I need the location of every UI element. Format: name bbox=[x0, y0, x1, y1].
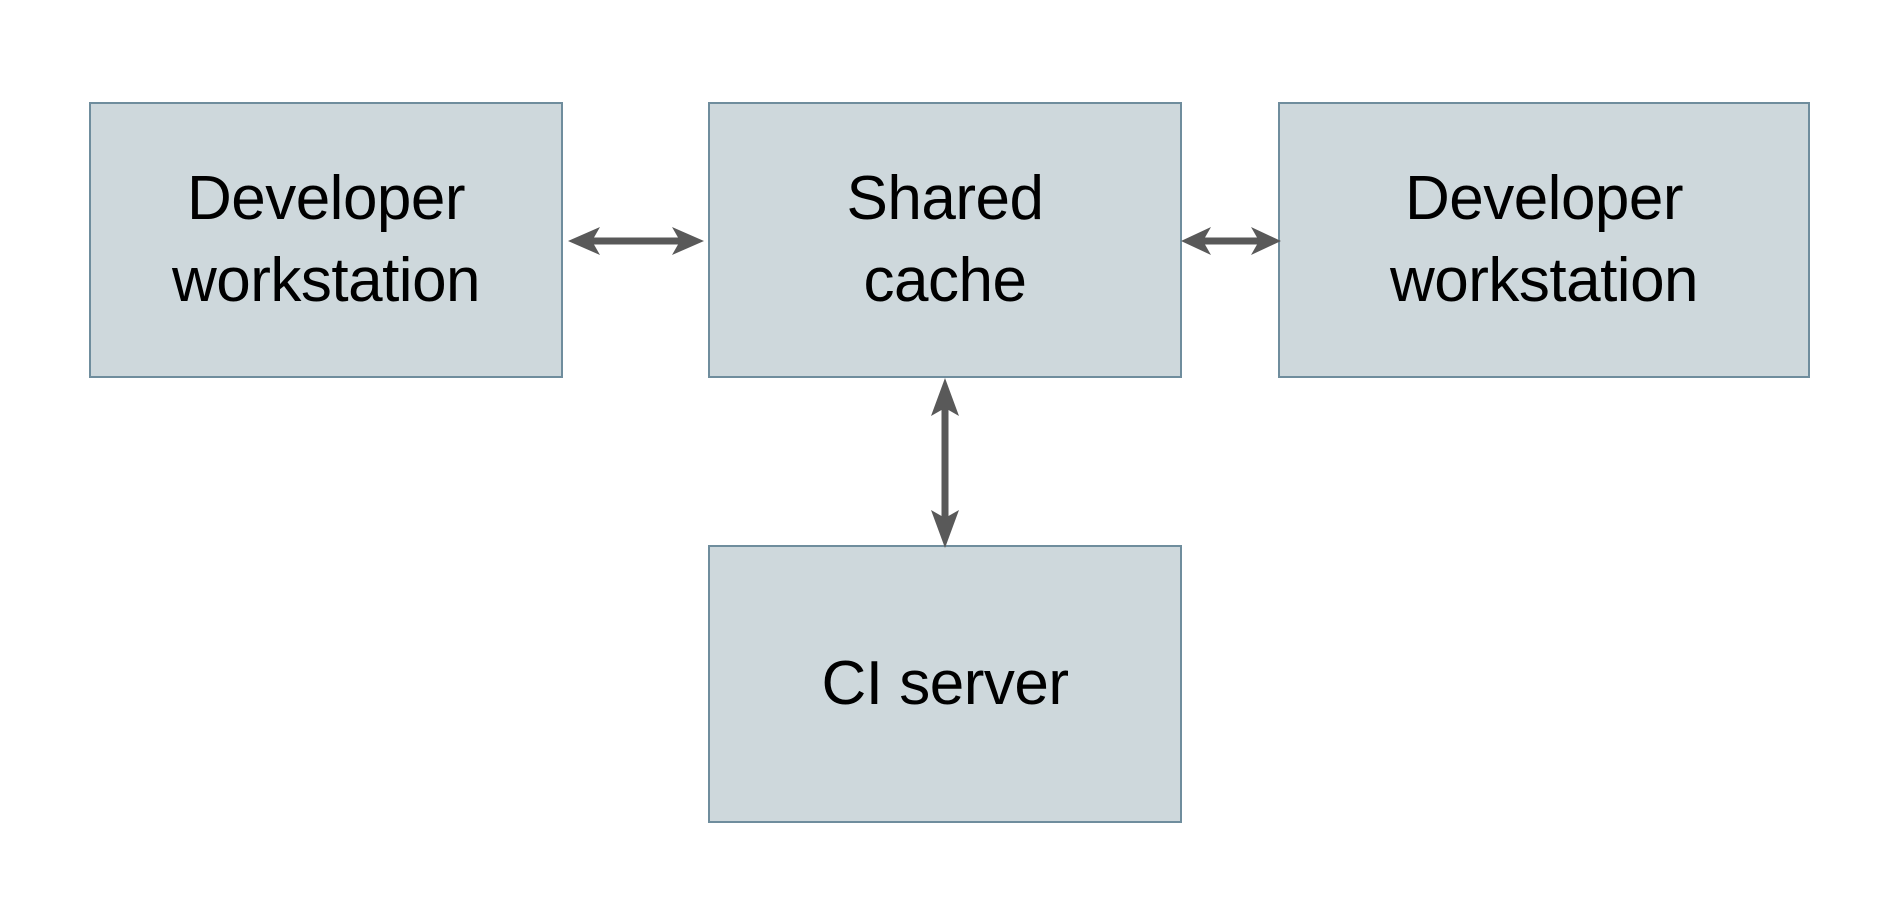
edge-shared-cache-to-developer-workstation-right[interactable] bbox=[1177, 215, 1285, 267]
node-label: Developer workstation bbox=[171, 164, 481, 315]
node-ci-server[interactable]: CI server bbox=[708, 545, 1182, 823]
edge-shared-cache-to-ci-server[interactable] bbox=[918, 372, 972, 552]
node-label: Shared cache bbox=[846, 164, 1044, 315]
edge-developer-workstation-left-to-shared-cache[interactable] bbox=[558, 215, 714, 267]
node-label: CI server bbox=[821, 649, 1069, 719]
node-label: Developer workstation bbox=[1389, 164, 1699, 315]
node-shared-cache[interactable]: Shared cache bbox=[708, 102, 1182, 378]
node-developer-workstation-right[interactable]: Developer workstation bbox=[1278, 102, 1810, 378]
node-developer-workstation-left[interactable]: Developer workstation bbox=[89, 102, 563, 378]
